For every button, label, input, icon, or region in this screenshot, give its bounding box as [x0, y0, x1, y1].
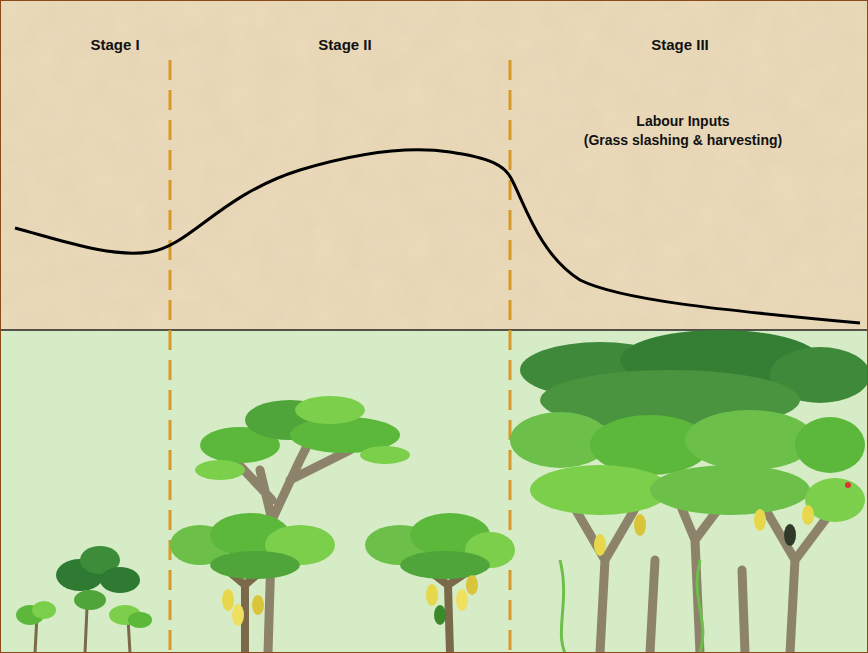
axis-title: Labour Inputs: [636, 113, 729, 130]
paper-texture: [0, 0, 868, 330]
stage-label: Stage III: [651, 36, 709, 54]
mature-stand: [510, 330, 868, 653]
lower-panel: [0, 330, 868, 653]
labour-curve: [15, 150, 860, 323]
stage-label: Stage I: [90, 36, 139, 54]
cocoa-tree: [170, 513, 335, 653]
stage-divider: [509, 60, 512, 653]
stage-divider: [169, 60, 172, 653]
shade-tree: [195, 396, 410, 653]
upper-panel: [0, 0, 868, 330]
axis-subtitle: (Grass slashing & harvesting): [584, 132, 782, 149]
seedlings: [16, 546, 152, 653]
cocoa-tree: [365, 513, 515, 653]
stage-label: Stage II: [318, 36, 371, 54]
